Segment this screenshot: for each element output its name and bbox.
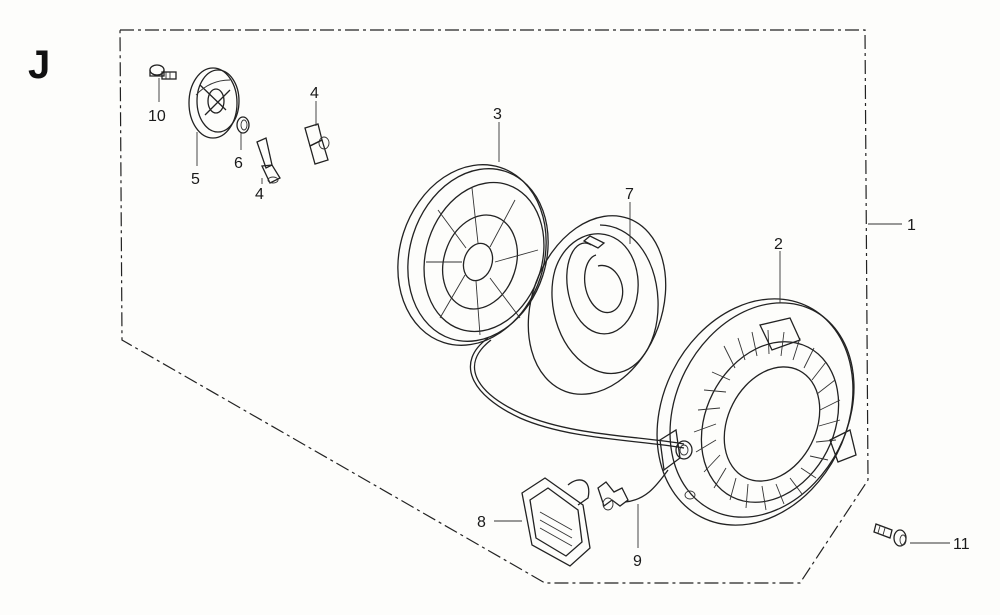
part-9-rope-retainer <box>597 481 629 511</box>
part-2-starter-case <box>656 298 857 526</box>
callout-10: 10 <box>148 108 166 125</box>
starter-rope <box>469 337 685 503</box>
callout-4-lower: 4 <box>255 186 264 203</box>
callout-5: 5 <box>191 171 200 188</box>
part-6-washer <box>236 116 250 134</box>
part-4-ratchet-lower <box>256 137 281 184</box>
part-5-ratchet-plate <box>188 67 240 139</box>
part-4-ratchet-upper <box>304 123 330 165</box>
callout-4-upper: 4 <box>310 85 319 102</box>
part-7-spring <box>527 215 667 395</box>
callout-9: 9 <box>633 553 642 570</box>
part-10-bolt <box>149 64 177 80</box>
section-letter: J <box>28 43 50 87</box>
leader-lines <box>158 78 950 548</box>
part-8-grip <box>521 477 591 567</box>
callout-8: 8 <box>477 514 486 531</box>
callout-3: 3 <box>493 106 502 123</box>
part-11-flange-bolt <box>873 523 907 547</box>
callout-6: 6 <box>234 155 243 172</box>
assembly-boundary <box>119 29 869 584</box>
callout-11: 11 <box>953 536 970 553</box>
callout-2: 2 <box>774 236 783 253</box>
callout-1: 1 <box>907 217 916 234</box>
part-3-reel <box>397 164 549 346</box>
callout-7: 7 <box>625 186 634 203</box>
